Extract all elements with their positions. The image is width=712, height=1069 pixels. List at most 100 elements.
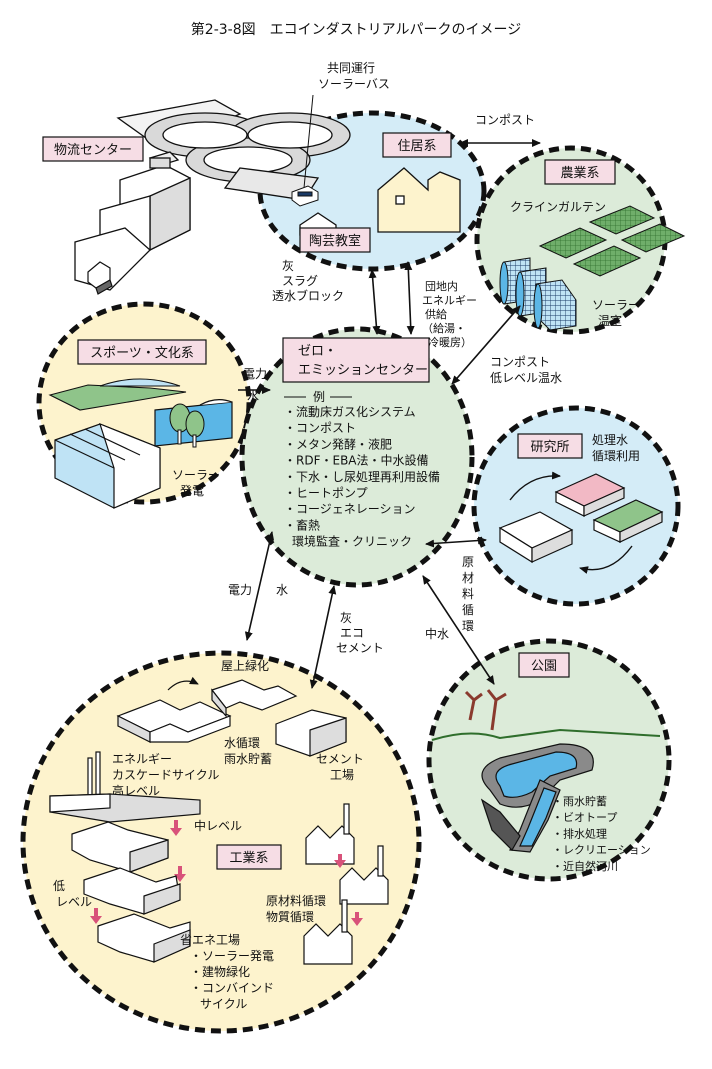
cement-factory-top	[275, 709, 347, 757]
energy-label-5: 冷暖房）	[428, 336, 472, 349]
example-item-2: ・コンポスト	[284, 421, 356, 435]
tree-icon	[169, 403, 205, 448]
svg-text:公園: 公園	[531, 659, 557, 674]
ash-label: 灰	[282, 259, 294, 273]
zero-emission-circle	[239, 326, 475, 588]
example-item-6: ・ヒートポンプ	[284, 486, 368, 500]
low-level-label: 低	[53, 879, 65, 893]
high-level-plant	[49, 751, 201, 823]
raw-material-label-4: 循	[462, 603, 474, 617]
industrial-label: 工業系	[216, 844, 282, 870]
svg-text:研究所: 研究所	[530, 440, 569, 455]
research-label: 研究所	[517, 433, 583, 459]
park-item-4: ・レクリエーション	[552, 844, 651, 857]
es-item-1: ・ソーラー発電	[190, 949, 274, 963]
material-cycle-label-2: 物質循環	[266, 909, 314, 924]
svg-text:陶芸教室: 陶芸教室	[309, 233, 361, 249]
road-network	[116, 99, 351, 201]
solar-power-label-2: 発電	[180, 484, 204, 498]
high-level-label: 高レベル	[112, 783, 160, 798]
es-item-4: サイクル	[200, 997, 247, 1011]
svg-text:農業系: 農業系	[560, 165, 599, 181]
logistics-label: 物流センター	[42, 136, 144, 162]
water-bottom-label: 水	[276, 583, 288, 597]
greenhouse-icon	[499, 257, 577, 331]
low-level-hot-water-label: 低レベル温水	[490, 371, 562, 385]
park-label: 公園	[518, 652, 570, 678]
park-item-3: ・排水処理	[552, 826, 607, 840]
compost-top-label: コンポスト	[475, 113, 535, 127]
es-item-3: ・コンバインド	[190, 981, 274, 995]
svg-text:住居系: 住居系	[397, 139, 436, 154]
park-item-2: ・ビオトープ	[552, 811, 617, 824]
raw-material-label-2: 材	[462, 571, 474, 585]
example-item-9: 環境監査・クリニック	[292, 534, 412, 549]
material-cycle-label: 原材料循環	[266, 894, 326, 908]
residential-house	[377, 167, 461, 233]
svg-text:スポーツ・文化系: スポーツ・文化系	[90, 346, 194, 361]
example-item-3: ・メタン発酵・液肥	[284, 436, 392, 451]
stadium-icon	[54, 422, 161, 509]
pottery-label: 陶芸教室	[299, 227, 371, 253]
svg-text:物流センター: 物流センター	[54, 143, 132, 158]
raw-material-label-5: 環	[462, 619, 474, 633]
example-item-8: ・畜熱	[284, 517, 320, 532]
raw-material-label-1: 原	[462, 555, 474, 569]
solar-power-label: ソーラー	[172, 468, 220, 482]
example-item-4: ・RDF・EBA法・中水設備	[284, 453, 429, 468]
energy-saving-label: 省エネ工場	[180, 933, 240, 947]
slag-label: スラグ	[282, 274, 318, 288]
solar-bus-label-2: ソーラーバス	[318, 77, 390, 91]
research-buildings	[498, 473, 664, 564]
cement-factory-label: 工場	[330, 768, 354, 782]
power-left-label: 電力	[243, 367, 267, 381]
rooftop-label: 屋上緑化	[221, 658, 269, 673]
mid-water-label: 中水	[425, 626, 449, 641]
svg-text:エミッションセンター: エミッションセンター	[298, 363, 428, 378]
energy-label-1: 団地内	[425, 279, 458, 293]
ash-eco-label-3: セメント	[336, 641, 384, 655]
water-cycle-label: 水循環	[224, 736, 260, 750]
sports-label: スポーツ・文化系	[77, 339, 207, 365]
rainwater-label: 雨水貯蓄	[224, 752, 272, 766]
ash-eco-label-1: 灰	[340, 611, 352, 625]
example-list: ・流動床ガス化システム・コンポスト・メタン発酵・液肥・RDF・EBA法・中水設備…	[284, 405, 440, 549]
agriculture-label: 農業系	[544, 159, 616, 185]
svg-text:ゼロ・: ゼロ・	[298, 344, 337, 359]
zero-emission-label: ゼロ・ エミッションセンター	[282, 337, 430, 383]
solar-bus-label: 共同運行	[327, 61, 375, 75]
low-level-label-2: レベル	[56, 895, 92, 909]
permeable-block-label: 透水ブロック	[272, 288, 344, 303]
example-item-7: ・コージェネレーション	[284, 502, 416, 516]
park-item-5: ・近自然河川	[552, 859, 618, 873]
garden-plots	[538, 205, 686, 277]
mid-level-plant	[71, 821, 169, 873]
park-item-1: ・雨水貯蓄	[552, 795, 607, 808]
mid-level-label: 中レベル	[194, 818, 242, 833]
compost-right-label: コンポスト	[490, 355, 550, 369]
ash-eco-label-2: エコ	[340, 626, 364, 640]
energy-label-3: 供給	[425, 307, 447, 321]
raw-material-label-3: 料	[462, 587, 474, 601]
example-item-1: ・流動床ガス化システム	[284, 405, 416, 419]
power-bottom-label: 電力	[228, 583, 252, 597]
es-item-2: ・建物緑化	[190, 964, 250, 979]
park-trees	[431, 689, 661, 741]
energy-label-4: （給湯・	[422, 321, 466, 335]
solar-greenhouse-label: ソーラー	[592, 298, 640, 312]
example-item-5: ・下水・し尿処理再利用設備	[284, 469, 440, 484]
energy-label-2: エネルギー	[422, 294, 477, 307]
energy-cascade-label: エネルギー	[112, 752, 172, 766]
solar-bus-icon	[291, 185, 319, 207]
treated-water-label: 処理水	[592, 433, 628, 447]
energy-cascade-label-2: カスケードサイクル	[112, 768, 219, 782]
rooftop-buildings	[116, 679, 298, 743]
water-left-label: 水	[247, 389, 259, 403]
residential-label: 住居系	[382, 132, 452, 158]
figure-title: 第2-3-8図 エコインダストリアルパークのイメージ	[191, 21, 521, 38]
solar-greenhouse-label-2: 温室	[598, 313, 622, 328]
sports-field	[48, 378, 187, 411]
kleingarten-label: クラインガルテン	[510, 200, 606, 214]
example-header: 例	[313, 390, 325, 404]
